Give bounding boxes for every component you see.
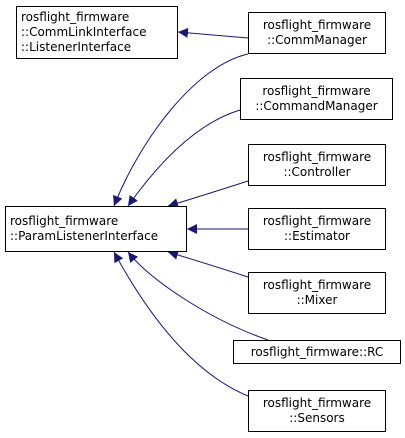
node-param-listener-interface-line-2: ::ParamListenerInterface bbox=[10, 229, 159, 243]
node-command-manager-line-2: ::CommandManager bbox=[255, 99, 378, 113]
node-param-listener-interface: rosflight_firmware ::ParamListenerInterf… bbox=[5, 206, 187, 252]
node-param-listener-interface-line-1: rosflight_firmware bbox=[10, 214, 119, 228]
node-command-manager-line-1: rosflight_firmware bbox=[262, 84, 371, 98]
node-mixer-line-1: rosflight_firmware bbox=[262, 278, 372, 292]
node-rc: rosflight_firmware::RC bbox=[233, 340, 401, 364]
node-comm-manager-line-1: rosflight_firmware bbox=[262, 18, 372, 32]
edge-commmanager-to-paramlistenerinterface bbox=[113, 53, 249, 207]
node-sensors-line-1: rosflight_firmware bbox=[262, 396, 372, 410]
node-sensors-line-2: ::Sensors bbox=[289, 411, 345, 425]
node-controller: rosflight_firmware ::Controller bbox=[248, 144, 386, 186]
edge-mixer-to-paramlistenerinterface bbox=[167, 250, 249, 278]
node-estimator: rosflight_firmware ::Estimator bbox=[248, 208, 386, 250]
node-controller-line-1: rosflight_firmware bbox=[262, 150, 372, 164]
edge-commandmanager-to-paramlistenerinterface bbox=[127, 109, 241, 207]
node-listener-interface-line-3: ::ListenerInterface bbox=[21, 40, 132, 54]
node-mixer: rosflight_firmware ::Mixer bbox=[248, 272, 386, 314]
node-listener-interface-line-1: rosflight_firmware bbox=[21, 10, 130, 24]
node-rc-line-1: rosflight_firmware::RC bbox=[250, 344, 384, 359]
node-estimator-line-2: ::Estimator bbox=[284, 229, 350, 243]
node-listener-interface: rosflight_firmware ::CommLinkInterface :… bbox=[16, 6, 178, 59]
edge-commmanager-to-listenerinterface bbox=[177, 27, 249, 39]
node-controller-line-2: ::Controller bbox=[283, 165, 351, 179]
edge-controller-to-paramlistenerinterface bbox=[167, 180, 249, 208]
node-comm-manager: rosflight_firmware ::CommManager bbox=[248, 12, 386, 54]
node-command-manager: rosflight_firmware ::CommandManager bbox=[240, 78, 393, 120]
node-sensors: rosflight_firmware ::Sensors bbox=[248, 390, 386, 432]
node-mixer-line-2: ::Mixer bbox=[296, 293, 338, 307]
edge-sensors-to-paramlistenerinterface bbox=[113, 251, 249, 397]
node-estimator-line-1: rosflight_firmware bbox=[262, 214, 372, 228]
node-comm-manager-line-2: ::CommManager bbox=[267, 33, 367, 47]
node-listener-interface-line-2: ::CommLinkInterface bbox=[21, 25, 147, 39]
edge-rc-to-paramlistenerinterface bbox=[127, 251, 269, 341]
